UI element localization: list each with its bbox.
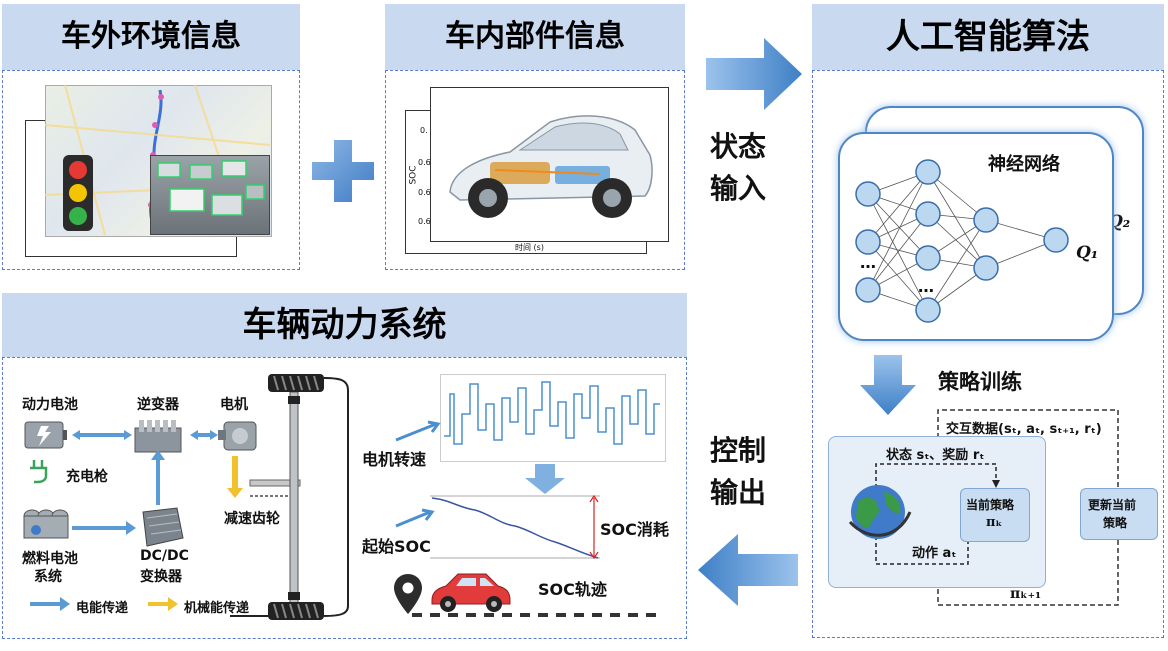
control-output-label-2: 输出: [710, 476, 767, 509]
powertrain-header: 车辆动力系统: [2, 293, 687, 357]
axle-and-wheels: [230, 374, 349, 620]
soc-curve-chart: [430, 494, 600, 560]
fuel-cell-icon: [23, 509, 69, 539]
motor-speed-line: [444, 381, 660, 445]
soc-trajectory-label: SOC轨迹: [538, 580, 607, 599]
motor-speed-label: 电机转速: [362, 450, 427, 469]
current-policy-box: [960, 488, 1030, 542]
soc-tick-4: 0.6: [418, 217, 431, 226]
charger-icon: [30, 460, 48, 484]
soc-consumption-label: SOC消耗: [600, 520, 669, 539]
inverter-icon: [134, 420, 182, 453]
powertrain-flow-arrows: [30, 430, 243, 611]
neural-network-label: 神经网络: [988, 154, 1060, 175]
dcdc-icon: [142, 507, 184, 547]
fuel-cell-label-1: 燃料电池: [22, 551, 78, 567]
fuel-cell-label-2: 系统: [34, 569, 62, 585]
initial-soc-pointer: [395, 508, 435, 528]
legend-mechanical-label: 机械能传递: [184, 601, 250, 616]
chart-down-arrow: [525, 464, 565, 494]
external-env-panel: [2, 70, 300, 270]
next-policy-label: πₖ₊₁: [1010, 586, 1042, 602]
external-env-header: 车外环境信息: [2, 4, 300, 70]
soc-tick-2: 0.6: [418, 158, 431, 167]
state-input-label-2: 输入: [710, 172, 767, 205]
red-car-icon: [431, 573, 511, 612]
vehicle-parts-panel: [385, 70, 685, 270]
soc-tick-3: 0.6: [418, 188, 431, 197]
current-policy-label-1: 当前策略: [966, 498, 1015, 512]
inverter-label: 逆变器: [137, 397, 179, 413]
nn-ellipsis-2: …: [918, 277, 934, 296]
current-policy-label-2: πₖ: [986, 515, 1003, 530]
policy-training-label: 策略训练: [938, 370, 1022, 394]
control-output-label-1: 控制: [710, 434, 767, 467]
ai-algorithm-header: 人工智能算法: [812, 4, 1164, 70]
interaction-data-label: 交互数据(sₜ, aₜ, sₜ₊₁, rₜ): [946, 422, 1102, 437]
soc-tick-1: 0.: [420, 126, 428, 135]
update-policy-label-1: 更新当前: [1088, 498, 1137, 512]
state-reward-label: 状态 sₜ、奖励 rₜ: [886, 448, 985, 463]
nn-ellipsis-1: …: [860, 253, 876, 272]
battery-icon: [24, 421, 67, 449]
legend-electric-label: 电能传递: [76, 601, 129, 616]
vehicle-parts-header: 车内部件信息: [385, 4, 685, 70]
rl-inner-loop: [875, 463, 1000, 565]
state-input-arrow: [706, 38, 802, 110]
policy-training-arrow: [860, 355, 916, 415]
battery-label: 动力电池: [22, 397, 78, 413]
soc-chart-ylabel: SOC: [408, 165, 419, 185]
control-output-arrow: [698, 534, 798, 606]
neural-network-diagram: [855, 159, 1069, 323]
dcdc-label-2: 变换器: [140, 569, 182, 585]
dcdc-label-1: DC/DC: [140, 548, 189, 564]
charger-label: 充电枪: [66, 469, 108, 485]
trajectory-road-line: [412, 613, 662, 617]
initial-soc-label: 起始SOC: [362, 537, 431, 556]
detected-cars: [157, 160, 265, 216]
globe-icon: [848, 485, 912, 539]
powertrain-panel: [2, 357, 687, 639]
ai-algorithm-panel: [812, 70, 1164, 638]
update-policy-label-2: 策略: [1103, 516, 1128, 530]
action-label: 动作 aₜ: [912, 546, 957, 561]
plus-icon: [312, 140, 374, 202]
location-pin-icon: [394, 574, 422, 614]
update-policy-box: [1080, 488, 1158, 540]
traffic-light-icon: [63, 155, 93, 231]
q1-label: Q₁: [1076, 243, 1099, 263]
state-input-label-1: 状态: [710, 130, 767, 163]
motor-label: 电机: [220, 397, 248, 413]
motor-icon: [218, 421, 257, 451]
motor-speed-pointer: [395, 420, 441, 442]
car-cutaway-icon: [449, 115, 653, 218]
soc-chart-xlabel: 时间 (s): [515, 243, 544, 252]
reduction-gear-label: 减速齿轮: [224, 511, 280, 527]
